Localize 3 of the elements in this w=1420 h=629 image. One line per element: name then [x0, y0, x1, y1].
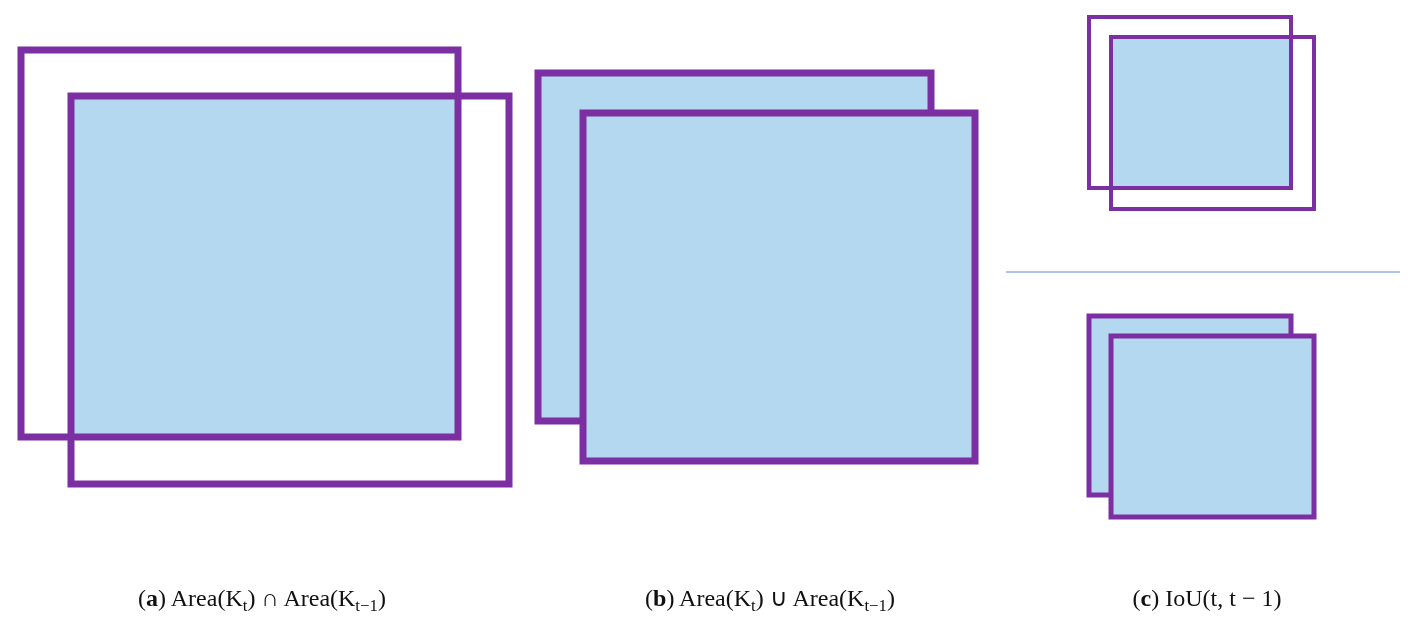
figure-caption: (a) Area(K$_{t}$) ∩ Area(K$_{t−1}$)	[138, 584, 386, 613]
figure-caption: (c) IoU(t, t − 1)	[1132, 584, 1282, 613]
figure-caption: (b) Area(K$_{t}$) ∪ Area(K$_{t−1}$)	[645, 584, 895, 613]
